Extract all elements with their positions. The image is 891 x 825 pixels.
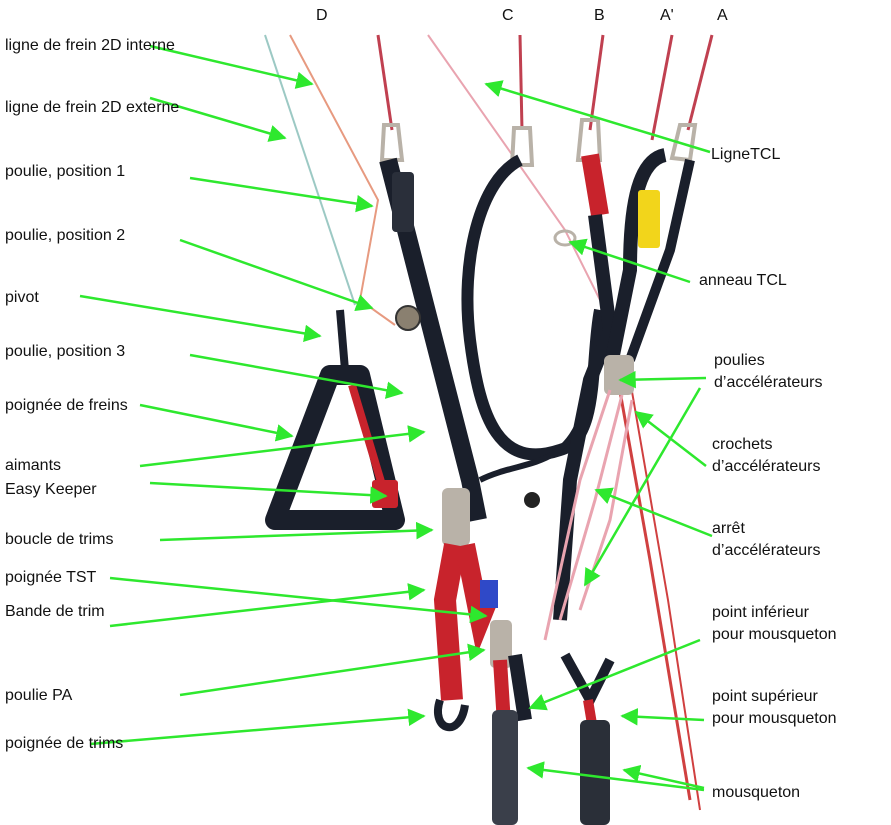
label-tcl-ring: anneau TCL [699,270,787,292]
column-c: C [502,6,514,26]
label-tcl-ring-line1: anneau TCL [699,270,787,292]
column-a: A [717,6,728,26]
label-accelerator-hooks: crochets d’accélérateurs [712,434,821,478]
line-accelerator [618,380,690,800]
accelerator-pulleys [604,355,634,395]
label-trim-band: Bande de trim [5,602,105,622]
label-carabiner: mousqueton [712,782,800,804]
arrow-easy-keeper [150,483,386,496]
label-brake-line-external: ligne de frein 2D externe [5,98,179,118]
easy-keeper-magnet [372,480,398,508]
arrow-trim-handle [90,716,424,744]
tst-handle [480,580,498,608]
label-pa-pulley: poulie PA [5,686,72,706]
arrow-accel-stop [596,490,712,536]
line-a [688,35,712,130]
main-riser-bottom [490,620,525,825]
label-tst-handle: poignée TST [5,568,96,588]
label-upper-carabiner-point-line1: point supérieur [712,686,837,708]
arrow-carabiner-main [528,768,704,790]
line-d [378,35,392,130]
trim-riser [438,488,498,727]
label-trim-handle: poignée de trims [5,734,123,754]
arrow-pulley-1 [190,178,372,206]
label-accelerator-stop-line2: d’accélérateurs [712,540,821,562]
pulley-block-1 [392,172,414,232]
label-pulley-position-2: poulie, position 2 [5,226,125,246]
label-accelerator-pulleys-line1: poulies [714,350,823,372]
column-d: D [316,6,328,26]
column-a-prime: A' [660,6,674,26]
label-carabiner-line1: mousqueton [712,782,800,804]
brake-handle [275,310,398,520]
riser-a [604,155,690,395]
line-c [520,35,522,130]
arrow-tst-handle [110,578,486,616]
label-pulley-position-1: poulie, position 1 [5,162,125,182]
label-magnets: aimants [5,456,61,476]
arrow-pivot [80,296,320,336]
label-trim-buckle: boucle de trims [5,530,114,550]
a-riser-yellow [638,190,660,248]
pulley-position-2 [396,306,420,330]
line-a-prime [652,35,672,140]
label-lower-carabiner-point-line1: point inférieur [712,602,837,624]
inset-carabiner [565,655,610,825]
arrow-trim-buckle [160,530,432,540]
label-brake-handle: poignée de freins [5,396,128,416]
arrow-pulley-2 [180,240,372,308]
tcl-stopper [524,492,540,508]
label-lower-carabiner-point: point inférieur pour mousqueton [712,602,837,646]
label-ligne-tcl-line1: LigneTCL [711,144,780,166]
arrow-trim-band [110,590,424,626]
label-accelerator-stop-line1: arrêt [712,518,821,540]
label-upper-carabiner-point: point supérieur pour mousqueton [712,686,837,730]
label-lower-carabiner-point-line2: pour mousqueton [712,624,837,646]
column-b: B [594,6,605,26]
arrow-pa-pulley [180,650,484,695]
label-accelerator-hooks-line1: crochets [712,434,821,456]
label-accelerator-hooks-line2: d’accélérateurs [712,456,821,478]
riser-b [560,155,610,620]
arrow-brake-handle [140,405,292,436]
arrow-upper-point [622,716,704,720]
trim-buckle [442,488,470,546]
arrow-lower-point [530,640,700,708]
line-brake-internal [290,35,395,325]
label-accelerator-pulleys: poulies d’accélérateurs [714,350,823,394]
carabiner-main [492,710,518,825]
label-accelerator-pulleys-line2: d’accélérateurs [714,372,823,394]
label-pivot: pivot [5,288,39,308]
label-ligne-tcl: LigneTCL [711,144,780,166]
label-brake-line-internal: ligne de frein 2D interne [5,36,175,56]
trim-handle-loop [438,700,465,727]
arrow-pulley-3 [190,355,402,393]
label-easy-keeper: Easy Keeper [5,480,97,500]
label-upper-carabiner-point-line2: pour mousqueton [712,708,837,730]
label-pulley-position-3: poulie, position 3 [5,342,125,362]
carabiner-d [382,125,402,160]
line-accelerator-2 [630,380,700,810]
label-accelerator-stop: arrêt d’accélérateurs [712,518,821,562]
